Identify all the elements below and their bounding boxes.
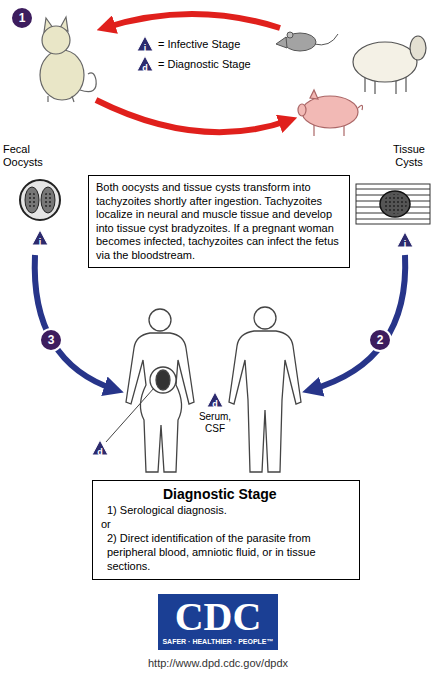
rat-figure [276, 37, 287, 48]
oocyst-drawing [20, 180, 60, 220]
logo-text: CDC [160, 597, 276, 637]
legend-entry: = Diagnostic Stage [158, 57, 251, 71]
stage-letter: i [399, 239, 411, 249]
sheep-figure [353, 36, 426, 94]
logo-tagline: SAFER · HEALTHIER · PEOPLE™ [160, 637, 276, 647]
stage-triangle [32, 36, 413, 499]
female-figure [149, 309, 171, 331]
sheep-figure [353, 42, 417, 82]
oocyst-drawing [41, 187, 55, 213]
info-box: Both oocysts and tissue cysts transform … [88, 175, 350, 268]
oocyst-drawing [44, 191, 52, 209]
sheep-figure [410, 36, 426, 60]
callout-number: 2 [369, 333, 391, 347]
tissue-cyst-drawing [383, 194, 407, 214]
legend-entry: = Infective Stage [158, 37, 240, 51]
specimen-label: Serum, CSF [192, 411, 238, 435]
transmission-arrow [96, 100, 290, 132]
step-circle [40, 329, 62, 351]
stage-letter: i [139, 43, 151, 53]
step-circle [11, 7, 33, 29]
sheep-figure [405, 76, 406, 92]
leader-line [106, 388, 154, 442]
oocyst-drawing [28, 191, 36, 209]
logo-box: CDCSAFER · HEALTHIER · PEOPLE™ [158, 594, 278, 650]
rat-figure [287, 32, 293, 38]
female-figure [126, 333, 194, 472]
info-text: Both oocysts and tissue cysts transform … [96, 181, 342, 262]
stage-letter: d [209, 399, 221, 409]
pig-figure [298, 90, 363, 136]
tissue-cyst-drawing [380, 191, 410, 217]
box-heading: Diagnostic Stage [101, 485, 351, 503]
female-figure [150, 367, 176, 393]
pig-figure [302, 96, 358, 128]
step-circle [369, 329, 391, 351]
callout-number: 1 [11, 11, 33, 25]
cat-figure [48, 96, 74, 102]
stage-name: Tissue Cysts [386, 143, 432, 169]
rat-figure [276, 32, 338, 51]
cat-figure [40, 50, 84, 100]
list-item: 1) Serological diagnosis. [101, 503, 351, 517]
rat-figure [314, 34, 338, 45]
infection-arrow [310, 255, 405, 390]
transmission-arrow [104, 14, 280, 28]
cat-figure [40, 17, 96, 102]
tissue-cyst-drawing [356, 184, 430, 224]
tissue-cyst-drawing [356, 184, 430, 224]
stage-name: Fecal Oocysts [3, 143, 58, 169]
cat-figure [42, 26, 70, 54]
diagnostic-box: Diagnostic Stage1) Serological diagnosis… [92, 480, 360, 580]
male-figure [254, 307, 276, 329]
pig-figure [310, 90, 318, 99]
rat-figure [284, 33, 316, 51]
source-url: http://www.dpd.cdc.gov/dpdx [88, 656, 348, 670]
pig-figure [358, 105, 363, 110]
stage-letter: d [94, 447, 106, 457]
list-item: 2) Direct identification of the parasite… [101, 531, 351, 573]
infection-arrow [35, 255, 116, 390]
female-figure [126, 309, 194, 472]
pig-figure [298, 104, 306, 116]
oocyst-drawing [25, 187, 39, 213]
male-figure [229, 307, 301, 472]
female-figure [156, 370, 170, 390]
list-connector: or [101, 517, 351, 531]
stage-letter: d [144, 491, 156, 501]
male-figure [229, 331, 301, 472]
stage-letter: d [139, 63, 151, 73]
callout-number: 3 [40, 333, 62, 347]
oocyst-drawing [20, 180, 60, 220]
stage-letter: i [34, 237, 46, 247]
